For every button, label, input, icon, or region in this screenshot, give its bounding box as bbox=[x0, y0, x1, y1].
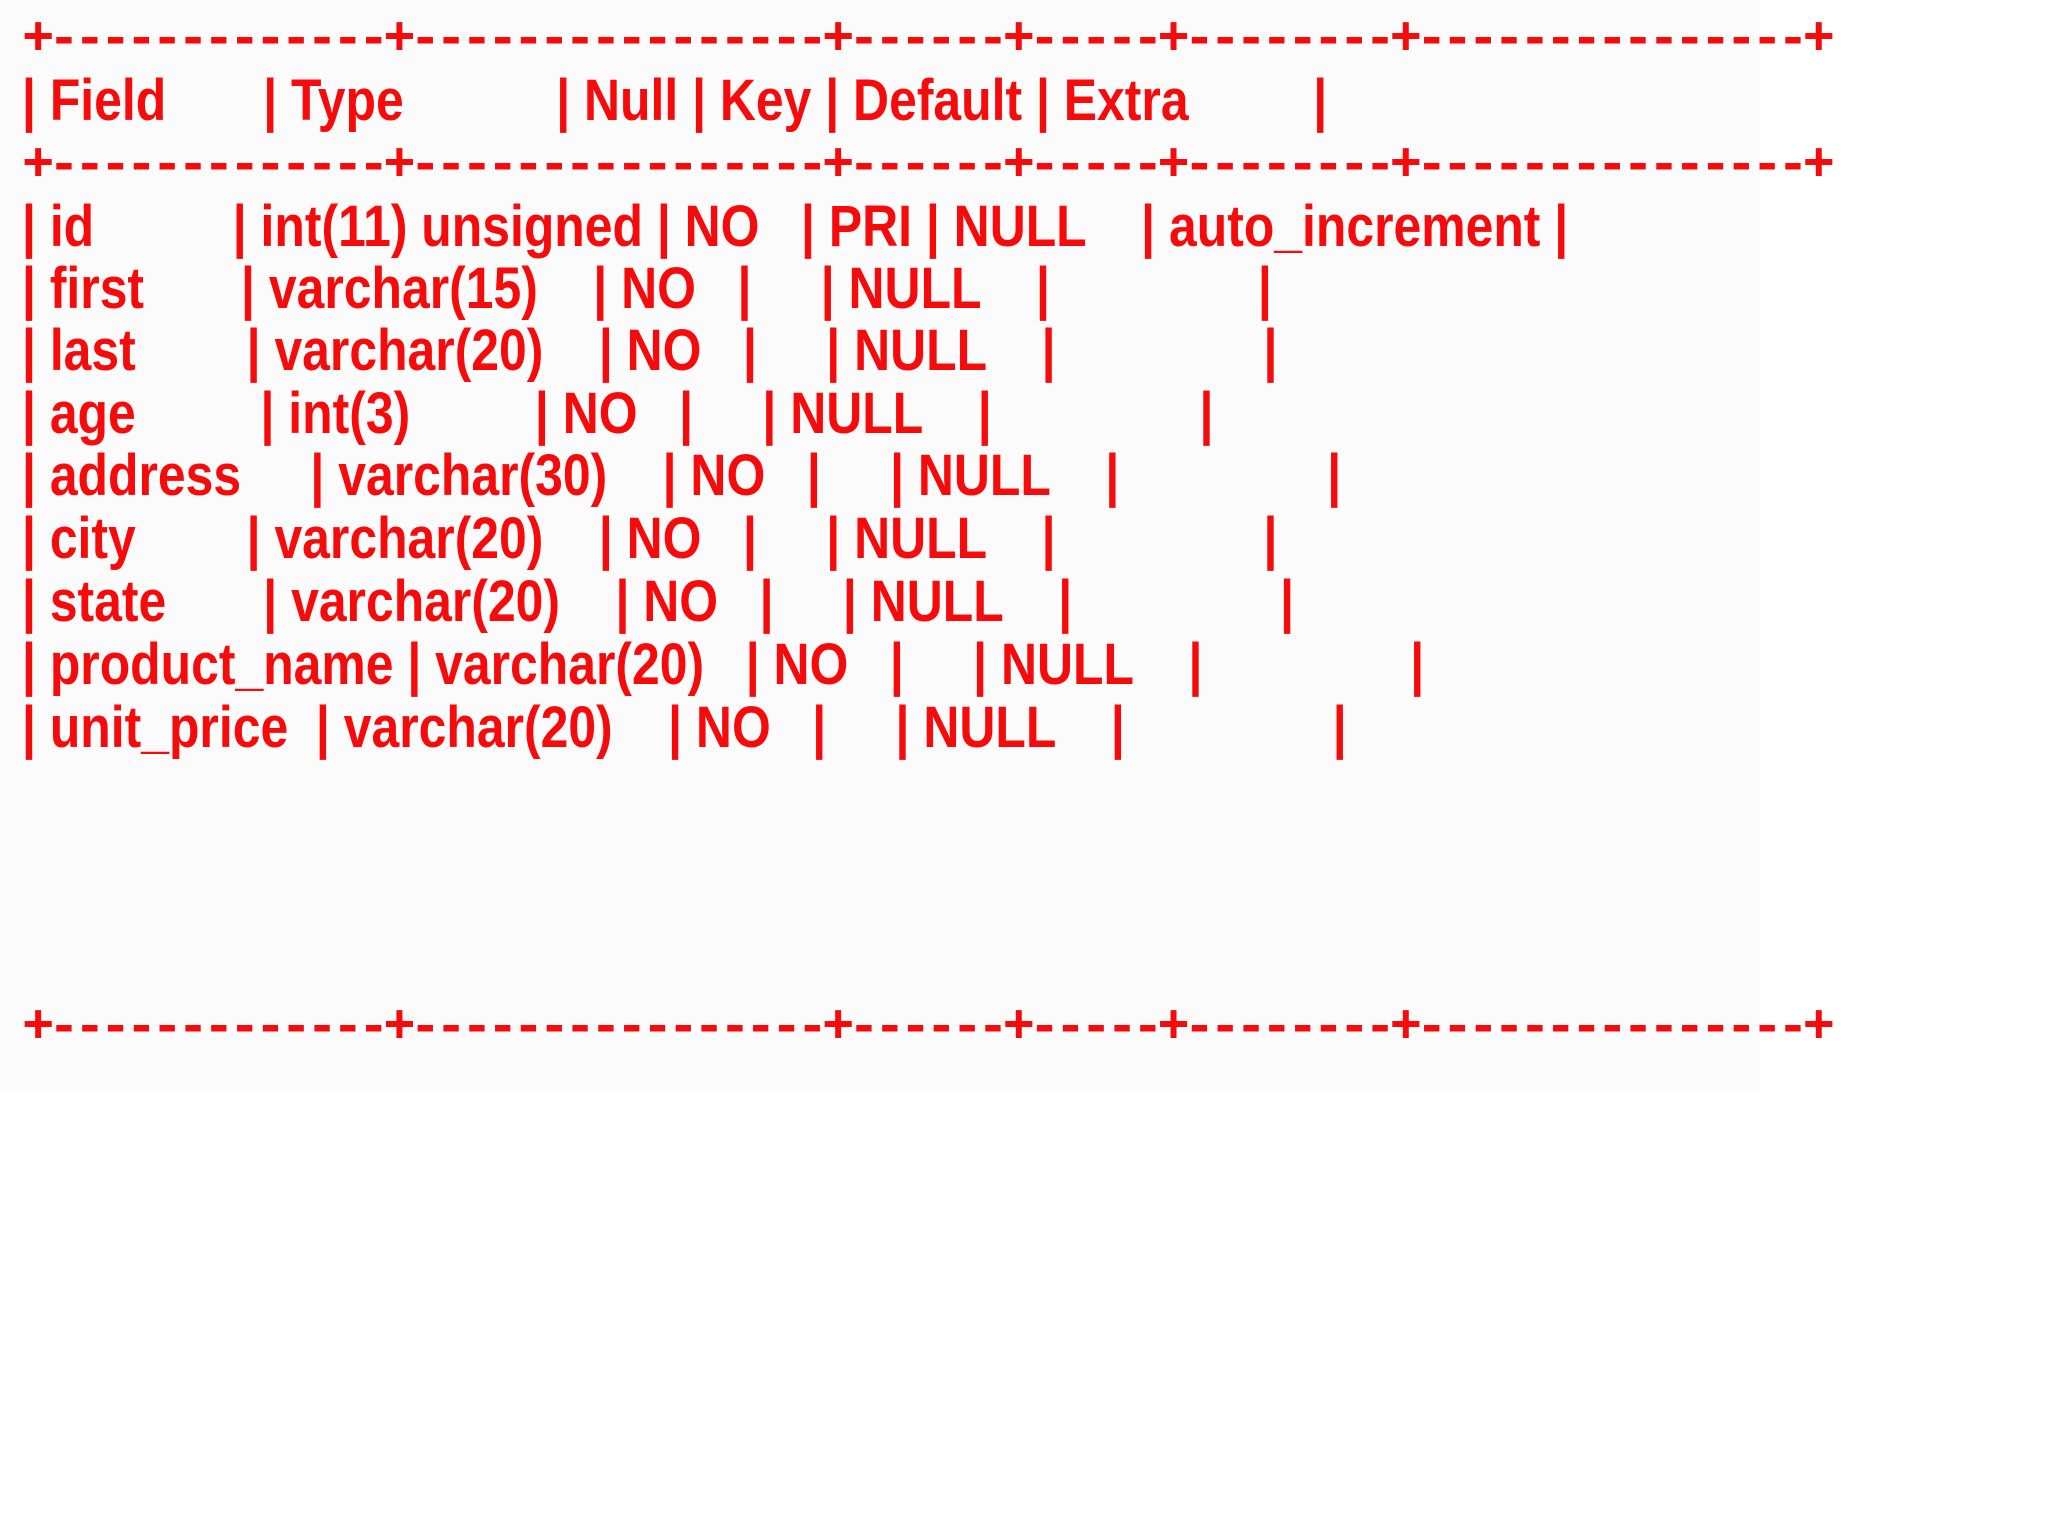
table-header-row: | Field | Type | Null | Key | Default | … bbox=[22, 68, 1328, 133]
table-rule-middle: +-------------+----------------+------+-… bbox=[22, 135, 1835, 198]
table-row: | unit_price | varchar(20) | NO | | NULL… bbox=[22, 695, 1347, 760]
table-rule-bottom: +-------------+----------------+------+-… bbox=[22, 997, 1835, 1060]
table-row: | product_name | varchar(20) | NO | | NU… bbox=[22, 632, 1425, 697]
table-rule-top: +-------------+----------------+------+-… bbox=[22, 9, 1835, 72]
output-background-plate bbox=[0, 0, 1760, 1090]
table-row: | city | varchar(20) | NO | | NULL | | bbox=[22, 506, 1278, 571]
table-row: | state | varchar(20) | NO | | NULL | | bbox=[22, 569, 1295, 634]
table-row: | id | int(11) unsigned | NO | PRI | NUL… bbox=[22, 194, 1569, 259]
table-row: | address | varchar(30) | NO | | NULL | … bbox=[22, 443, 1342, 508]
table-row: | first | varchar(15) | NO | | NULL | | bbox=[22, 256, 1272, 321]
table-row: | age | int(3) | NO | | NULL | | bbox=[22, 381, 1214, 446]
table-row: | last | varchar(20) | NO | | NULL | | bbox=[22, 318, 1278, 383]
